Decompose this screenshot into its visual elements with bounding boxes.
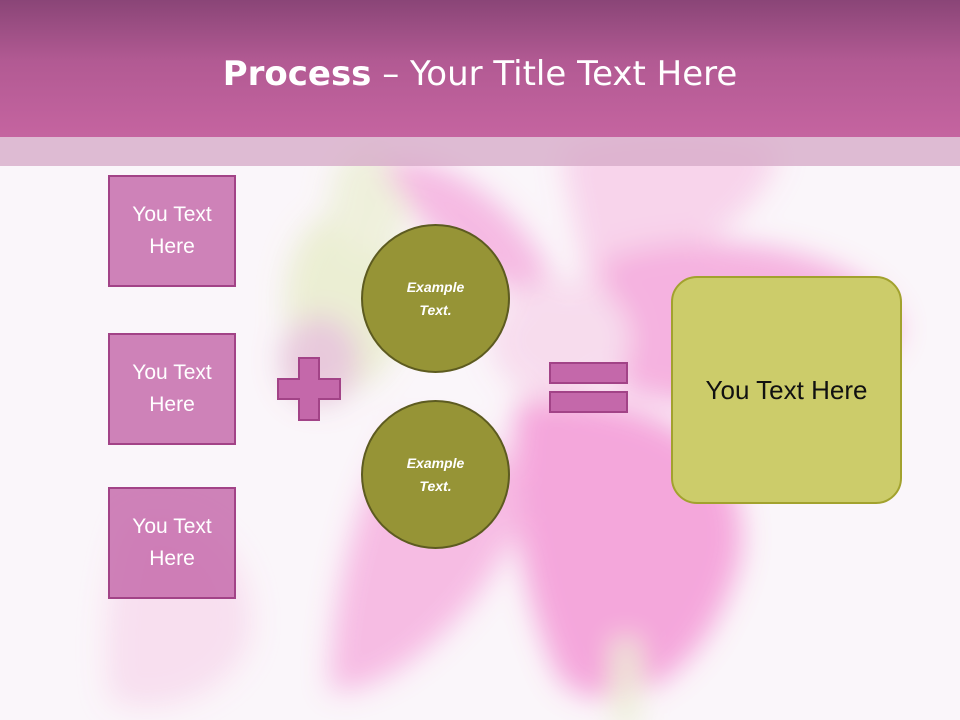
result-label: You Text Here [705,374,868,405]
input-box-2: You Text Here [108,333,236,445]
input-box-label: You Text Here [132,515,212,570]
circle-text-line1: Example [406,454,465,471]
input-box-3: You Text Here [108,487,236,599]
slide-title: Process – Your Title Text Here [0,52,960,96]
circle-text-line2: Text. [419,477,452,494]
circle-text-line2: Text. [419,301,452,318]
result-box: You Text Here [671,276,902,504]
title-accent-band [0,137,960,166]
equals-icon [549,362,628,413]
title-bar [0,0,960,137]
plus-icon [277,357,341,421]
input-box-label: You Text Here [132,361,212,416]
input-box-1: You Text Here [108,175,236,287]
title-bold-part: Process [222,54,372,94]
title-regular-part: – Your Title Text Here [371,54,738,94]
input-box-label: You Text Here [132,203,212,258]
circle-text-line1: Example [406,278,465,295]
